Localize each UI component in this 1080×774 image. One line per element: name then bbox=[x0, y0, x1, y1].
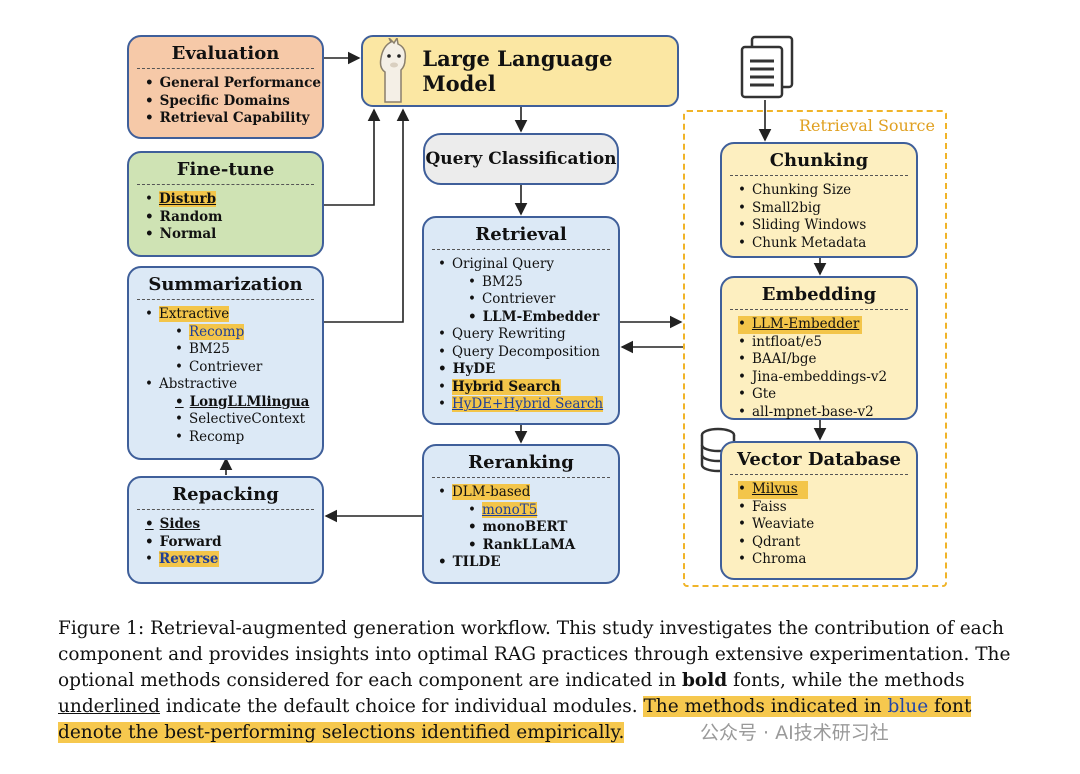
list-item: BM25 bbox=[145, 341, 322, 359]
llm-box: Large Language Model bbox=[361, 35, 679, 107]
list-item: Hybrid Search bbox=[438, 378, 618, 397]
retrieval-source-container bbox=[683, 110, 947, 587]
evaluation-title: Evaluation bbox=[137, 37, 314, 69]
retrieval-source-label: Retrieval Source bbox=[799, 116, 935, 135]
list-item: all-mpnet-base-v2 bbox=[738, 404, 916, 422]
chunking-title: Chunking bbox=[730, 144, 908, 176]
list-item: HyDE+Hybrid Search bbox=[438, 396, 618, 414]
list-item: LLM-Embedder bbox=[738, 316, 862, 334]
list-item: Query Rewriting bbox=[438, 326, 618, 344]
list-item: Contriever bbox=[145, 359, 322, 377]
list-item: Forward bbox=[145, 534, 322, 552]
list-item: Recomp bbox=[145, 429, 322, 447]
list-item: HyDE bbox=[438, 361, 618, 379]
list-item: RankLLaMA bbox=[438, 537, 618, 555]
list-item: General Performance bbox=[145, 75, 322, 93]
list-item: Weaviate bbox=[738, 516, 916, 534]
list-item: Abstractive bbox=[145, 376, 322, 394]
list-item: Small2big bbox=[738, 200, 916, 218]
list-item: Extractive bbox=[145, 306, 322, 324]
list-item: Chunk Metadata bbox=[738, 235, 916, 253]
list-item: Sliding Windows bbox=[738, 217, 916, 235]
finetune-box: Fine-tune Disturb Random Normal bbox=[127, 151, 324, 257]
chunking-box: Chunking Chunking Size Small2big Sliding… bbox=[720, 142, 918, 258]
llama-icon bbox=[379, 38, 407, 103]
list-item: Original Query bbox=[438, 256, 618, 274]
finetune-title: Fine-tune bbox=[137, 153, 314, 185]
list-item: DLM-based bbox=[438, 484, 618, 502]
watermark: 公众号 · AI技术研习社 bbox=[700, 722, 889, 744]
retrieval-box: Retrieval Original Query BM25 Contriever… bbox=[422, 216, 620, 425]
list-item: BAAI/bge bbox=[738, 351, 916, 369]
list-item: Jina-embeddings-v2 bbox=[738, 369, 916, 387]
list-item: Chunking Size bbox=[738, 182, 916, 200]
list-item: BM25 bbox=[438, 274, 618, 292]
list-item: Specific Domains bbox=[145, 93, 322, 111]
list-item: Query Decomposition bbox=[438, 344, 618, 362]
summarization-box: Summarization Extractive Recomp BM25 Con… bbox=[127, 266, 324, 460]
summarization-title: Summarization bbox=[137, 268, 314, 300]
reranking-box: Reranking DLM-based monoT5 monoBERT Rank… bbox=[422, 444, 620, 584]
embedding-box: Embedding LLM-Embedder intfloat/e5 BAAI/… bbox=[720, 276, 918, 420]
vector-database-title: Vector Database bbox=[730, 443, 908, 475]
reranking-title: Reranking bbox=[432, 446, 610, 478]
query-classification-box: Query Classification bbox=[423, 133, 619, 185]
vector-database-box: Vector Database Milvus Faiss Weaviate Qd… bbox=[720, 441, 918, 580]
embedding-title: Embedding bbox=[730, 278, 908, 310]
llm-title: Large Language Model bbox=[422, 46, 613, 96]
list-item: Faiss bbox=[738, 499, 916, 517]
list-item: intfloat/e5 bbox=[738, 334, 916, 352]
list-item: Reverse bbox=[145, 551, 322, 569]
list-item: Contriever bbox=[438, 291, 618, 309]
list-item: Retrieval Capability bbox=[145, 110, 322, 128]
list-item: Qdrant bbox=[738, 534, 916, 552]
retrieval-title: Retrieval bbox=[432, 218, 610, 250]
repacking-title: Repacking bbox=[137, 478, 314, 510]
list-item: SelectiveContext bbox=[145, 411, 322, 429]
list-item: TILDE bbox=[438, 554, 618, 572]
documents-icon bbox=[740, 35, 794, 99]
list-item: LongLLMlingua bbox=[145, 394, 322, 412]
list-item: Milvus bbox=[738, 481, 808, 499]
figure-caption: Figure 1: Retrieval-augmented generation… bbox=[58, 618, 1011, 743]
list-item: Sides bbox=[145, 516, 322, 534]
list-item: monoT5 bbox=[438, 501, 618, 520]
evaluation-box: Evaluation General Performance Specific … bbox=[127, 35, 324, 139]
list-item: Gte bbox=[738, 386, 916, 404]
repacking-box: Repacking Sides Forward Reverse bbox=[127, 476, 324, 584]
list-item: monoBERT bbox=[438, 519, 618, 537]
list-item: Chroma bbox=[738, 551, 916, 569]
list-item: Recomp bbox=[145, 323, 322, 342]
list-item: Normal bbox=[145, 226, 322, 244]
list-item: Disturb bbox=[145, 191, 322, 209]
list-item: Random bbox=[145, 209, 322, 227]
list-item: LLM-Embedder bbox=[438, 309, 618, 327]
